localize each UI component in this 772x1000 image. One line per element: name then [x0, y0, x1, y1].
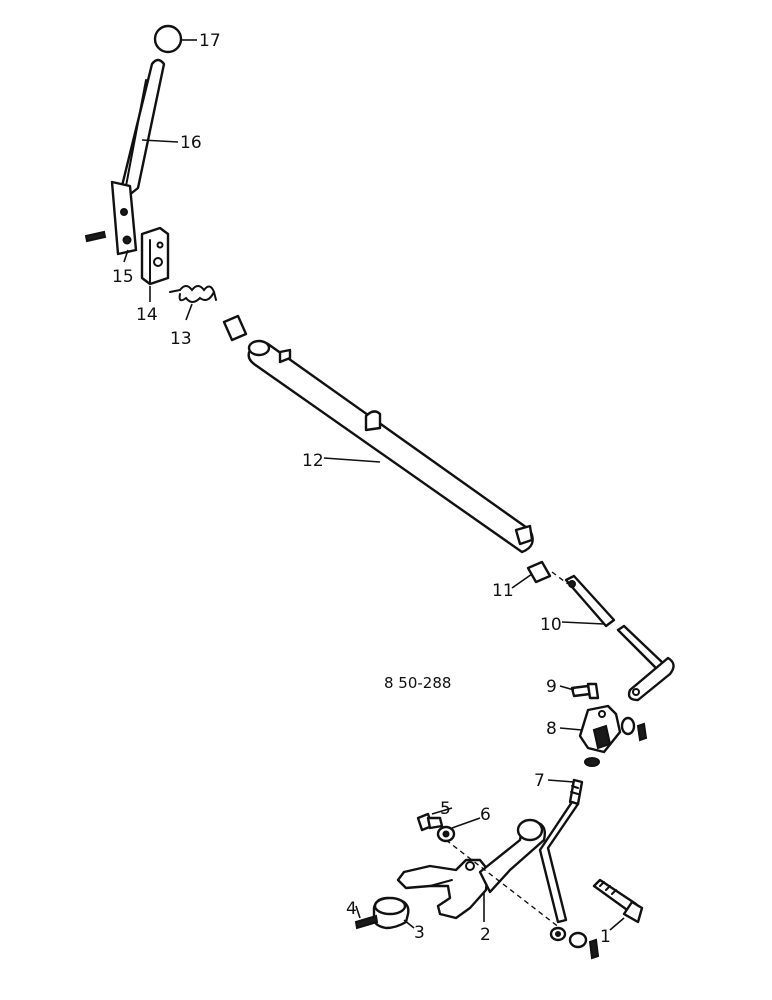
- part-1-bolt: [592, 878, 644, 931]
- part-8-clevis: [559, 704, 648, 767]
- label-part-6: 6: [480, 805, 491, 825]
- label-part-7: 7: [534, 771, 545, 791]
- label-part-9: 9: [546, 677, 557, 697]
- part-17-knob: [153, 24, 197, 54]
- label-part-14: 14: [136, 305, 158, 325]
- diagram-code: 8 50-288: [384, 674, 451, 692]
- label-part-2: 2: [480, 925, 491, 945]
- part-9-bolt: [559, 682, 600, 700]
- label-part-8: 8: [546, 719, 557, 739]
- part-12-shaft: [222, 314, 534, 554]
- label-part-11: 11: [492, 581, 514, 601]
- label-part-1: 1: [600, 927, 611, 947]
- part-3-bushing: [372, 896, 415, 930]
- label-part-12: 12: [302, 451, 324, 471]
- label-part-15: 15: [112, 267, 134, 287]
- label-part-5: 5: [440, 799, 451, 819]
- part-13-spring: [169, 285, 217, 321]
- part-15-pin: [84, 230, 129, 263]
- label-part-3: 3: [414, 923, 425, 943]
- label-part-10: 10: [540, 615, 562, 635]
- part-2-fork: [396, 818, 561, 929]
- part-4-pin: [354, 905, 379, 930]
- part-11-bushing: [511, 560, 569, 589]
- part-7-link-rod: [538, 778, 584, 924]
- label-part-16: 16: [180, 133, 202, 153]
- label-part-17: 17: [199, 31, 221, 51]
- part-5-bolt: [416, 807, 453, 832]
- part-14-block: [140, 226, 170, 302]
- part-10-rod: [561, 574, 675, 702]
- label-part-4: 4: [346, 899, 357, 919]
- part-6-washer: [436, 817, 481, 843]
- part-16-lever: [110, 58, 179, 256]
- rod-end-hardware: [549, 926, 600, 960]
- label-part-13: 13: [170, 329, 192, 349]
